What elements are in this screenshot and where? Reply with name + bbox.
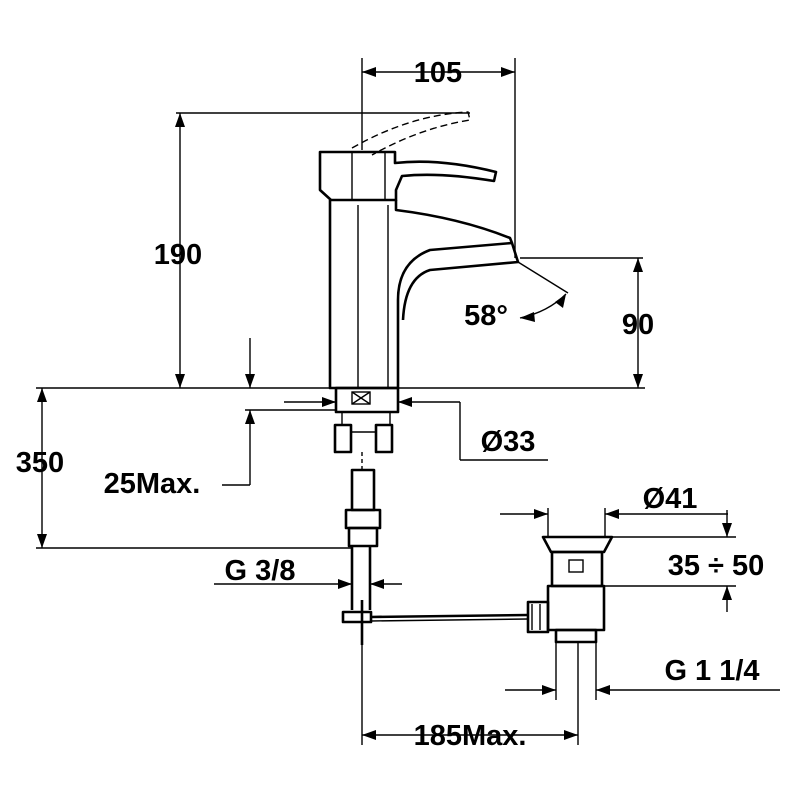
label-rod-length: 185Max. [414,720,527,752]
label-hose-length: 350 [16,447,64,479]
label-supply-thread: G 3/8 [225,555,296,587]
label-waste-diameter: Ø41 [643,483,698,515]
label-waste-thread: G 1 1/4 [664,655,759,687]
label-deck-thickness: 25Max. [104,468,201,500]
label-base-diameter: Ø33 [481,426,536,458]
dimension-labels: 105 190 58° 90 Ø33 350 25Max. G 3/8 Ø41 … [16,57,764,752]
label-spout-reach: 105 [414,57,462,89]
label-outlet-height: 90 [622,309,654,341]
faucet-body [318,111,520,454]
pop-up-rod [341,610,529,624]
waste-fitting [526,535,614,644]
label-spray-angle: 58° [464,300,508,332]
label-waste-depth: 35 ÷ 50 [668,550,765,582]
lever-handle [318,150,498,202]
body-column [328,200,520,390]
label-total-height: 190 [154,239,202,271]
lever-raised-outline [351,111,471,156]
dimension-lines [36,58,780,745]
